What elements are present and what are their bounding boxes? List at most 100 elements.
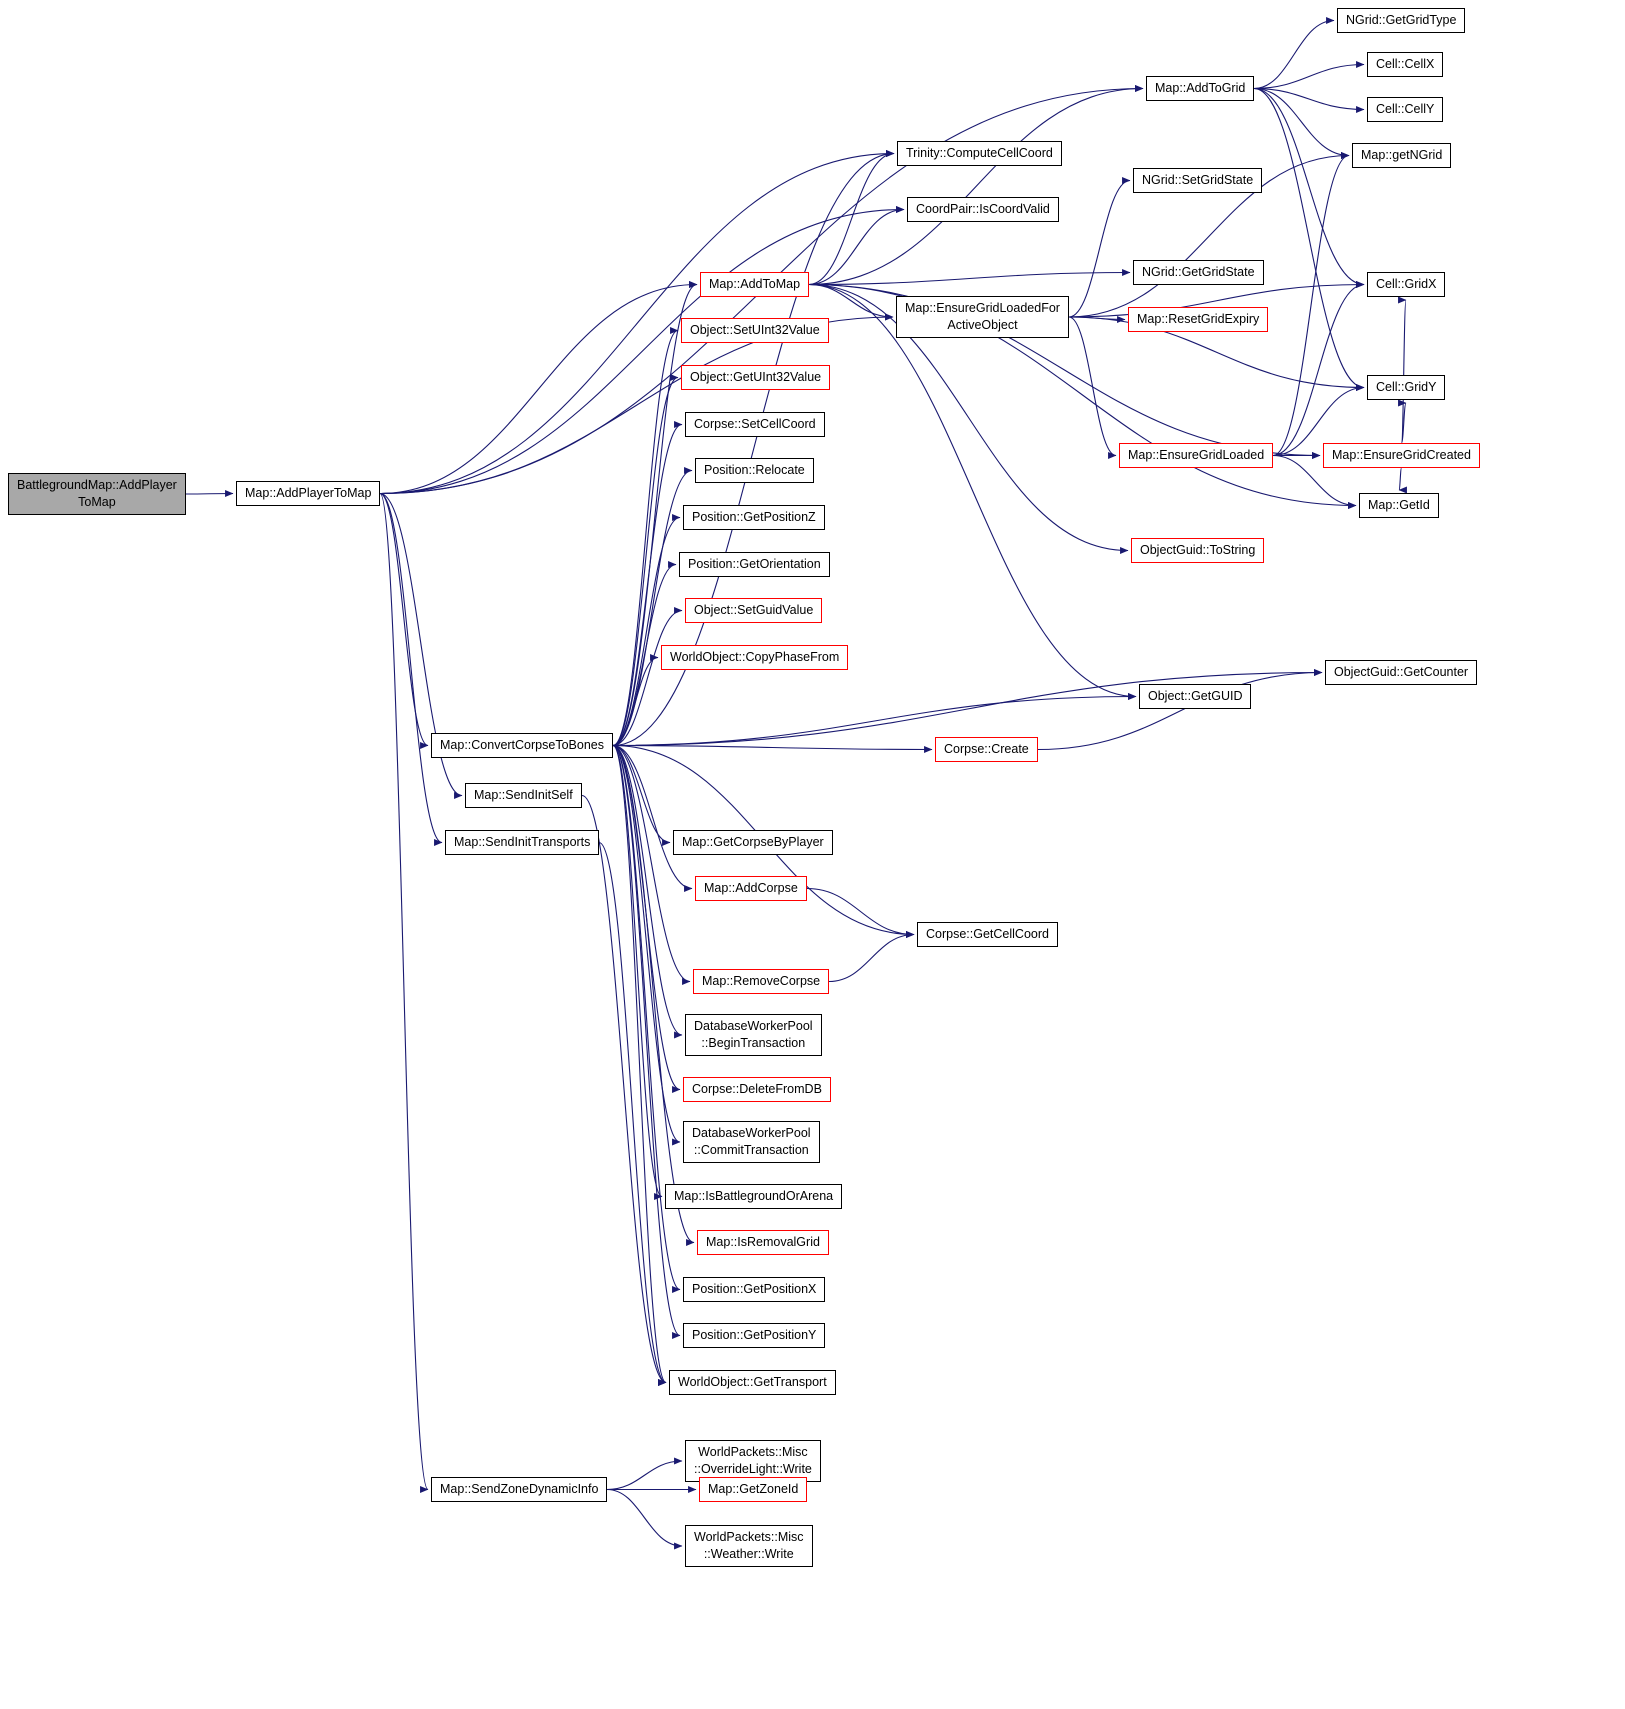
edge-sendinitself-to-worldobject-gettransport: [581, 794, 667, 1386]
node-corpse-setcellcoord[interactable]: Corpse::SetCellCoord: [685, 412, 825, 437]
node-map-addtogrid[interactable]: Map::AddToGrid: [1146, 76, 1255, 101]
node-cell-gridy[interactable]: Cell::GridY: [1367, 375, 1446, 400]
node-object-setguidvalue[interactable]: Object::SetGuidValue: [685, 598, 823, 623]
node-map-getzoneid[interactable]: Map::GetZoneId: [699, 1477, 808, 1502]
node-corpse-create[interactable]: Corpse::Create: [935, 737, 1038, 762]
edge-ensure-grid-created-to-cell-gridx: [1397, 297, 1407, 444]
node-ensure-grid-created[interactable]: Map::EnsureGridCreated: [1323, 443, 1480, 468]
edge-convert-corpse-to-db-committransaction: [612, 744, 681, 1146]
edge-sendzonedynamicinfo-to-weather-write: [606, 1488, 683, 1550]
edge-convert-corpse-to-object-setguidvalue: [612, 606, 683, 747]
edge-ensure-grid-loaded-to-cell-gridx: [1272, 280, 1365, 457]
node-object-setuint32value[interactable]: Object::SetUInt32Value: [681, 318, 829, 343]
edge-ensure-grid-created-to-map-getid: [1398, 467, 1408, 494]
node-objectguid-tostring[interactable]: ObjectGuid::ToString: [1131, 538, 1265, 563]
node-map-getngrid[interactable]: Map::getNGrid: [1352, 143, 1452, 168]
edge-ensure-grid-active-to-ngrid-setgridstate: [1068, 176, 1131, 318]
edge-map-addplayertomap-to-sendinittransports: [379, 492, 443, 846]
node-overridelight-write[interactable]: WorldPackets::Misc ::OverrideLight::Writ…: [685, 1440, 821, 1482]
node-map-removecorpse[interactable]: Map::RemoveCorpse: [693, 969, 830, 994]
edge-convert-corpse-to-corpse-create: [612, 744, 933, 754]
edge-convert-corpse-to-map-addcorpse: [612, 744, 693, 893]
node-isbattlegroundorarena[interactable]: Map::IsBattlegroundOrArena: [665, 1184, 843, 1209]
edge-map-addcorpse-to-corpse-getcellcoord: [806, 887, 915, 939]
edge-map-addplayertomap-to-convert-corpse: [379, 492, 429, 749]
node-ensure-grid-active[interactable]: Map::EnsureGridLoadedFor ActiveObject: [896, 296, 1069, 338]
edge-convert-corpse-to-worldobject-gettransport: [612, 744, 667, 1386]
edge-ensure-grid-loaded-to-map-getngrid: [1272, 152, 1350, 457]
edge-map-addplayertomap-to-map-addtomap: [379, 280, 698, 495]
node-corpse-deletefromdb[interactable]: Corpse::DeleteFromDB: [683, 1077, 831, 1102]
node-getcorpsebyplayer[interactable]: Map::GetCorpseByPlayer: [673, 830, 833, 855]
edge-ensure-grid-created-to-cell-gridy: [1397, 399, 1407, 444]
node-db-committransaction[interactable]: DatabaseWorkerPool ::CommitTransaction: [683, 1121, 820, 1163]
node-cell-cellx[interactable]: Cell::CellX: [1367, 52, 1444, 77]
node-map-addtomap[interactable]: Map::AddToMap: [700, 272, 810, 297]
node-cell-celly[interactable]: Cell::CellY: [1367, 97, 1444, 122]
node-objectguid-getcounter[interactable]: ObjectGuid::GetCounter: [1325, 660, 1478, 685]
node-copyphasefrom[interactable]: WorldObject::CopyPhaseFrom: [661, 645, 849, 670]
node-position-getpositionx[interactable]: Position::GetPositionX: [683, 1277, 826, 1302]
node-map-resetgridexpiry[interactable]: Map::ResetGridExpiry: [1128, 307, 1269, 332]
edge-convert-corpse-to-corpse-setcellcoord: [612, 421, 683, 747]
node-db-begintransaction[interactable]: DatabaseWorkerPool ::BeginTransaction: [685, 1014, 822, 1056]
edge-map-addtogrid-to-ngrid-getgridtype: [1253, 16, 1335, 90]
edge-convert-corpse-to-position-getpositionz: [612, 514, 681, 747]
node-object-getuint32value[interactable]: Object::GetUInt32Value: [681, 365, 831, 390]
edge-map-addtomap-to-object-getguid: [808, 283, 1137, 701]
node-position-getorientation[interactable]: Position::GetOrientation: [679, 552, 830, 577]
edge-map-addtomap-to-ensure-grid-active: [808, 283, 894, 321]
node-position-getpositiony[interactable]: Position::GetPositionY: [683, 1323, 826, 1348]
edge-map-removecorpse-to-corpse-getcellcoord: [828, 930, 915, 983]
node-iscoordvalid[interactable]: CoordPair::IsCoordValid: [907, 197, 1059, 222]
node-map-getid[interactable]: Map::GetId: [1359, 493, 1439, 518]
edge-map-addtogrid-to-cell-cellx: [1253, 60, 1365, 90]
node-worldobject-gettransport[interactable]: WorldObject::GetTransport: [669, 1370, 836, 1395]
node-sendinittransports[interactable]: Map::SendInitTransports: [445, 830, 600, 855]
node-position-relocate[interactable]: Position::Relocate: [695, 458, 814, 483]
node-compute-cellcoord[interactable]: Trinity::ComputeCellCoord: [897, 141, 1062, 166]
edge-convert-corpse-to-objectguid-getcounter: [612, 668, 1323, 747]
edge-convert-corpse-to-map-removecorpse: [612, 744, 691, 985]
edge-map-addtomap-to-compute-cellcoord: [808, 149, 895, 286]
node-cell-gridx[interactable]: Cell::GridX: [1367, 272, 1446, 297]
node-ngrid-getgridtype[interactable]: NGrid::GetGridType: [1337, 8, 1466, 33]
edge-map-addtomap-to-objectguid-tostring: [808, 283, 1129, 555]
node-map-addcorpse[interactable]: Map::AddCorpse: [695, 876, 807, 901]
edge-map-addtomap-to-map-addtogrid: [808, 84, 1144, 286]
node-object-getguid[interactable]: Object::GetGUID: [1139, 684, 1252, 709]
edge-ensure-grid-active-to-cell-gridx: [1068, 280, 1365, 318]
edge-map-addplayertomap-to-sendzonedynamicinfo: [379, 492, 429, 1493]
node-position-getpositionz[interactable]: Position::GetPositionZ: [683, 505, 825, 530]
edge-convert-corpse-to-position-relocate: [612, 467, 693, 747]
node-bg-addplayertomap: BattlegroundMap::AddPlayer ToMap: [8, 473, 186, 515]
edge-map-addplayertomap-to-ensure-grid-active: [379, 313, 894, 495]
edge-ensure-grid-loaded-to-map-getid: [1272, 454, 1357, 510]
edge-convert-corpse-to-isbattlegroundorarena: [612, 744, 663, 1200]
node-ngrid-getgridstate[interactable]: NGrid::GetGridState: [1133, 260, 1264, 285]
node-weather-write[interactable]: WorldPackets::Misc ::Weather::Write: [685, 1525, 813, 1567]
edge-convert-corpse-to-object-getguid: [612, 692, 1137, 747]
node-isremovalgrid[interactable]: Map::IsRemovalGrid: [697, 1230, 829, 1255]
node-map-addplayertomap[interactable]: Map::AddPlayerToMap: [236, 481, 381, 506]
node-ngrid-setgridstate[interactable]: NGrid::SetGridState: [1133, 168, 1263, 193]
edge-convert-corpse-to-object-setuint32value: [612, 327, 679, 747]
edge-map-addtogrid-to-map-getngrid: [1253, 87, 1350, 160]
edge-sendzonedynamicinfo-to-overridelight-write: [606, 1457, 683, 1491]
node-corpse-getcellcoord[interactable]: Corpse::GetCellCoord: [917, 922, 1058, 947]
edge-convert-corpse-to-isremovalgrid: [612, 744, 695, 1246]
edge-map-addtomap-to-ngrid-getgridstate: [808, 268, 1131, 286]
node-convert-corpse[interactable]: Map::ConvertCorpseToBones: [431, 733, 613, 758]
edge-map-addplayertomap-to-iscoordvalid: [379, 205, 905, 495]
edge-convert-corpse-to-compute-cellcoord: [612, 149, 895, 747]
edge-map-addplayertomap-to-sendinitself: [379, 492, 463, 799]
edge-map-addtomap-to-iscoordvalid: [808, 205, 905, 286]
node-sendzonedynamicinfo[interactable]: Map::SendZoneDynamicInfo: [431, 1477, 608, 1502]
node-ensure-grid-loaded[interactable]: Map::EnsureGridLoaded: [1119, 443, 1274, 468]
edge-map-addtogrid-to-cell-celly: [1253, 87, 1365, 114]
edge-ensure-grid-loaded-to-cell-gridy: [1272, 383, 1365, 457]
node-sendinitself[interactable]: Map::SendInitSelf: [465, 783, 582, 808]
edge-convert-corpse-to-position-getpositiony: [612, 744, 681, 1339]
edge-map-addplayertomap-to-compute-cellcoord: [379, 149, 895, 495]
